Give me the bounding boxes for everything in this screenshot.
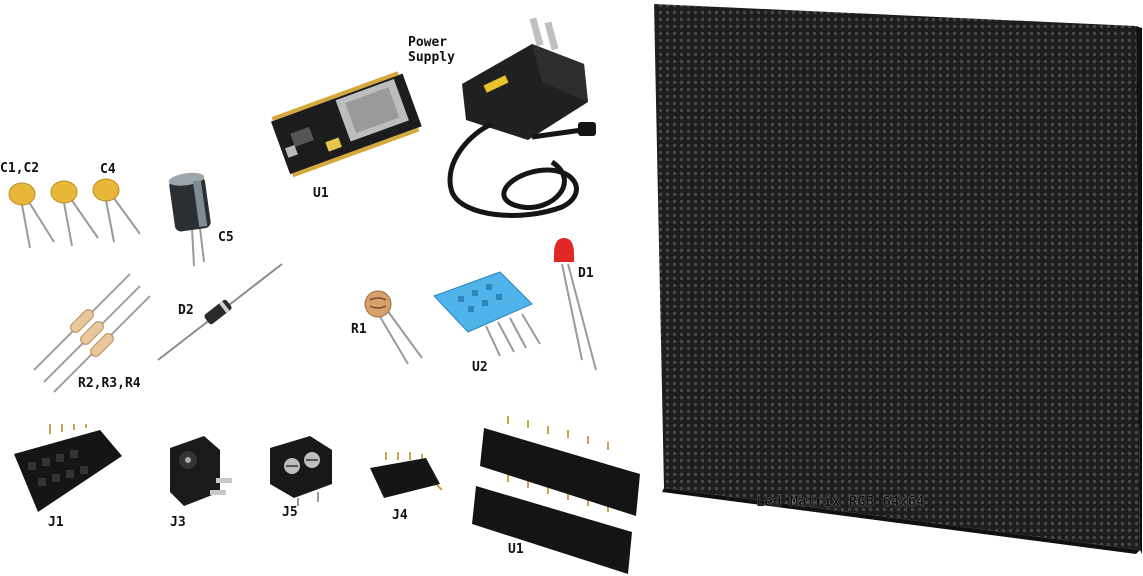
power-adapter-icon <box>447 17 596 218</box>
c5-label: C5 <box>218 230 234 245</box>
led-icon <box>554 238 597 371</box>
photoresistor-icon <box>364 290 423 365</box>
pin-header-icon <box>14 424 122 512</box>
r2r3r4-label: R2,R3,R4 <box>78 376 141 391</box>
power-supply-label: Power Supply <box>408 35 455 65</box>
resistor-icon <box>33 273 151 393</box>
dht-sensor-icon <box>433 271 541 357</box>
terminal-block-icon <box>270 436 332 506</box>
j3-label: J3 <box>170 515 186 530</box>
r1-label: R1 <box>351 322 367 337</box>
d2-label: D2 <box>178 303 194 318</box>
u1-board-label: U1 <box>313 186 329 201</box>
d1-label: D1 <box>578 266 594 281</box>
led-matrix-icon <box>654 4 1142 554</box>
dc-jack-icon <box>170 436 232 506</box>
electrolytic-capacitor-icon <box>168 172 211 267</box>
esp32-board-icon <box>270 71 422 178</box>
ceramic-capacitor-icon <box>8 178 141 249</box>
pin-header-icon <box>370 452 443 498</box>
j5-label: J5 <box>282 505 298 520</box>
diode-icon <box>157 263 283 361</box>
pin-header-icon <box>472 416 640 574</box>
c1c2-label: C1,C2 <box>0 161 40 176</box>
u2-label: U2 <box>472 360 488 375</box>
u1-headers-label: U1 <box>508 542 524 557</box>
c4-label: C4 <box>100 162 116 177</box>
j1-label: J1 <box>48 515 64 530</box>
led-matrix-label: Led Matrix RGB 64x64 <box>756 494 925 510</box>
j4-label: J4 <box>392 508 408 523</box>
